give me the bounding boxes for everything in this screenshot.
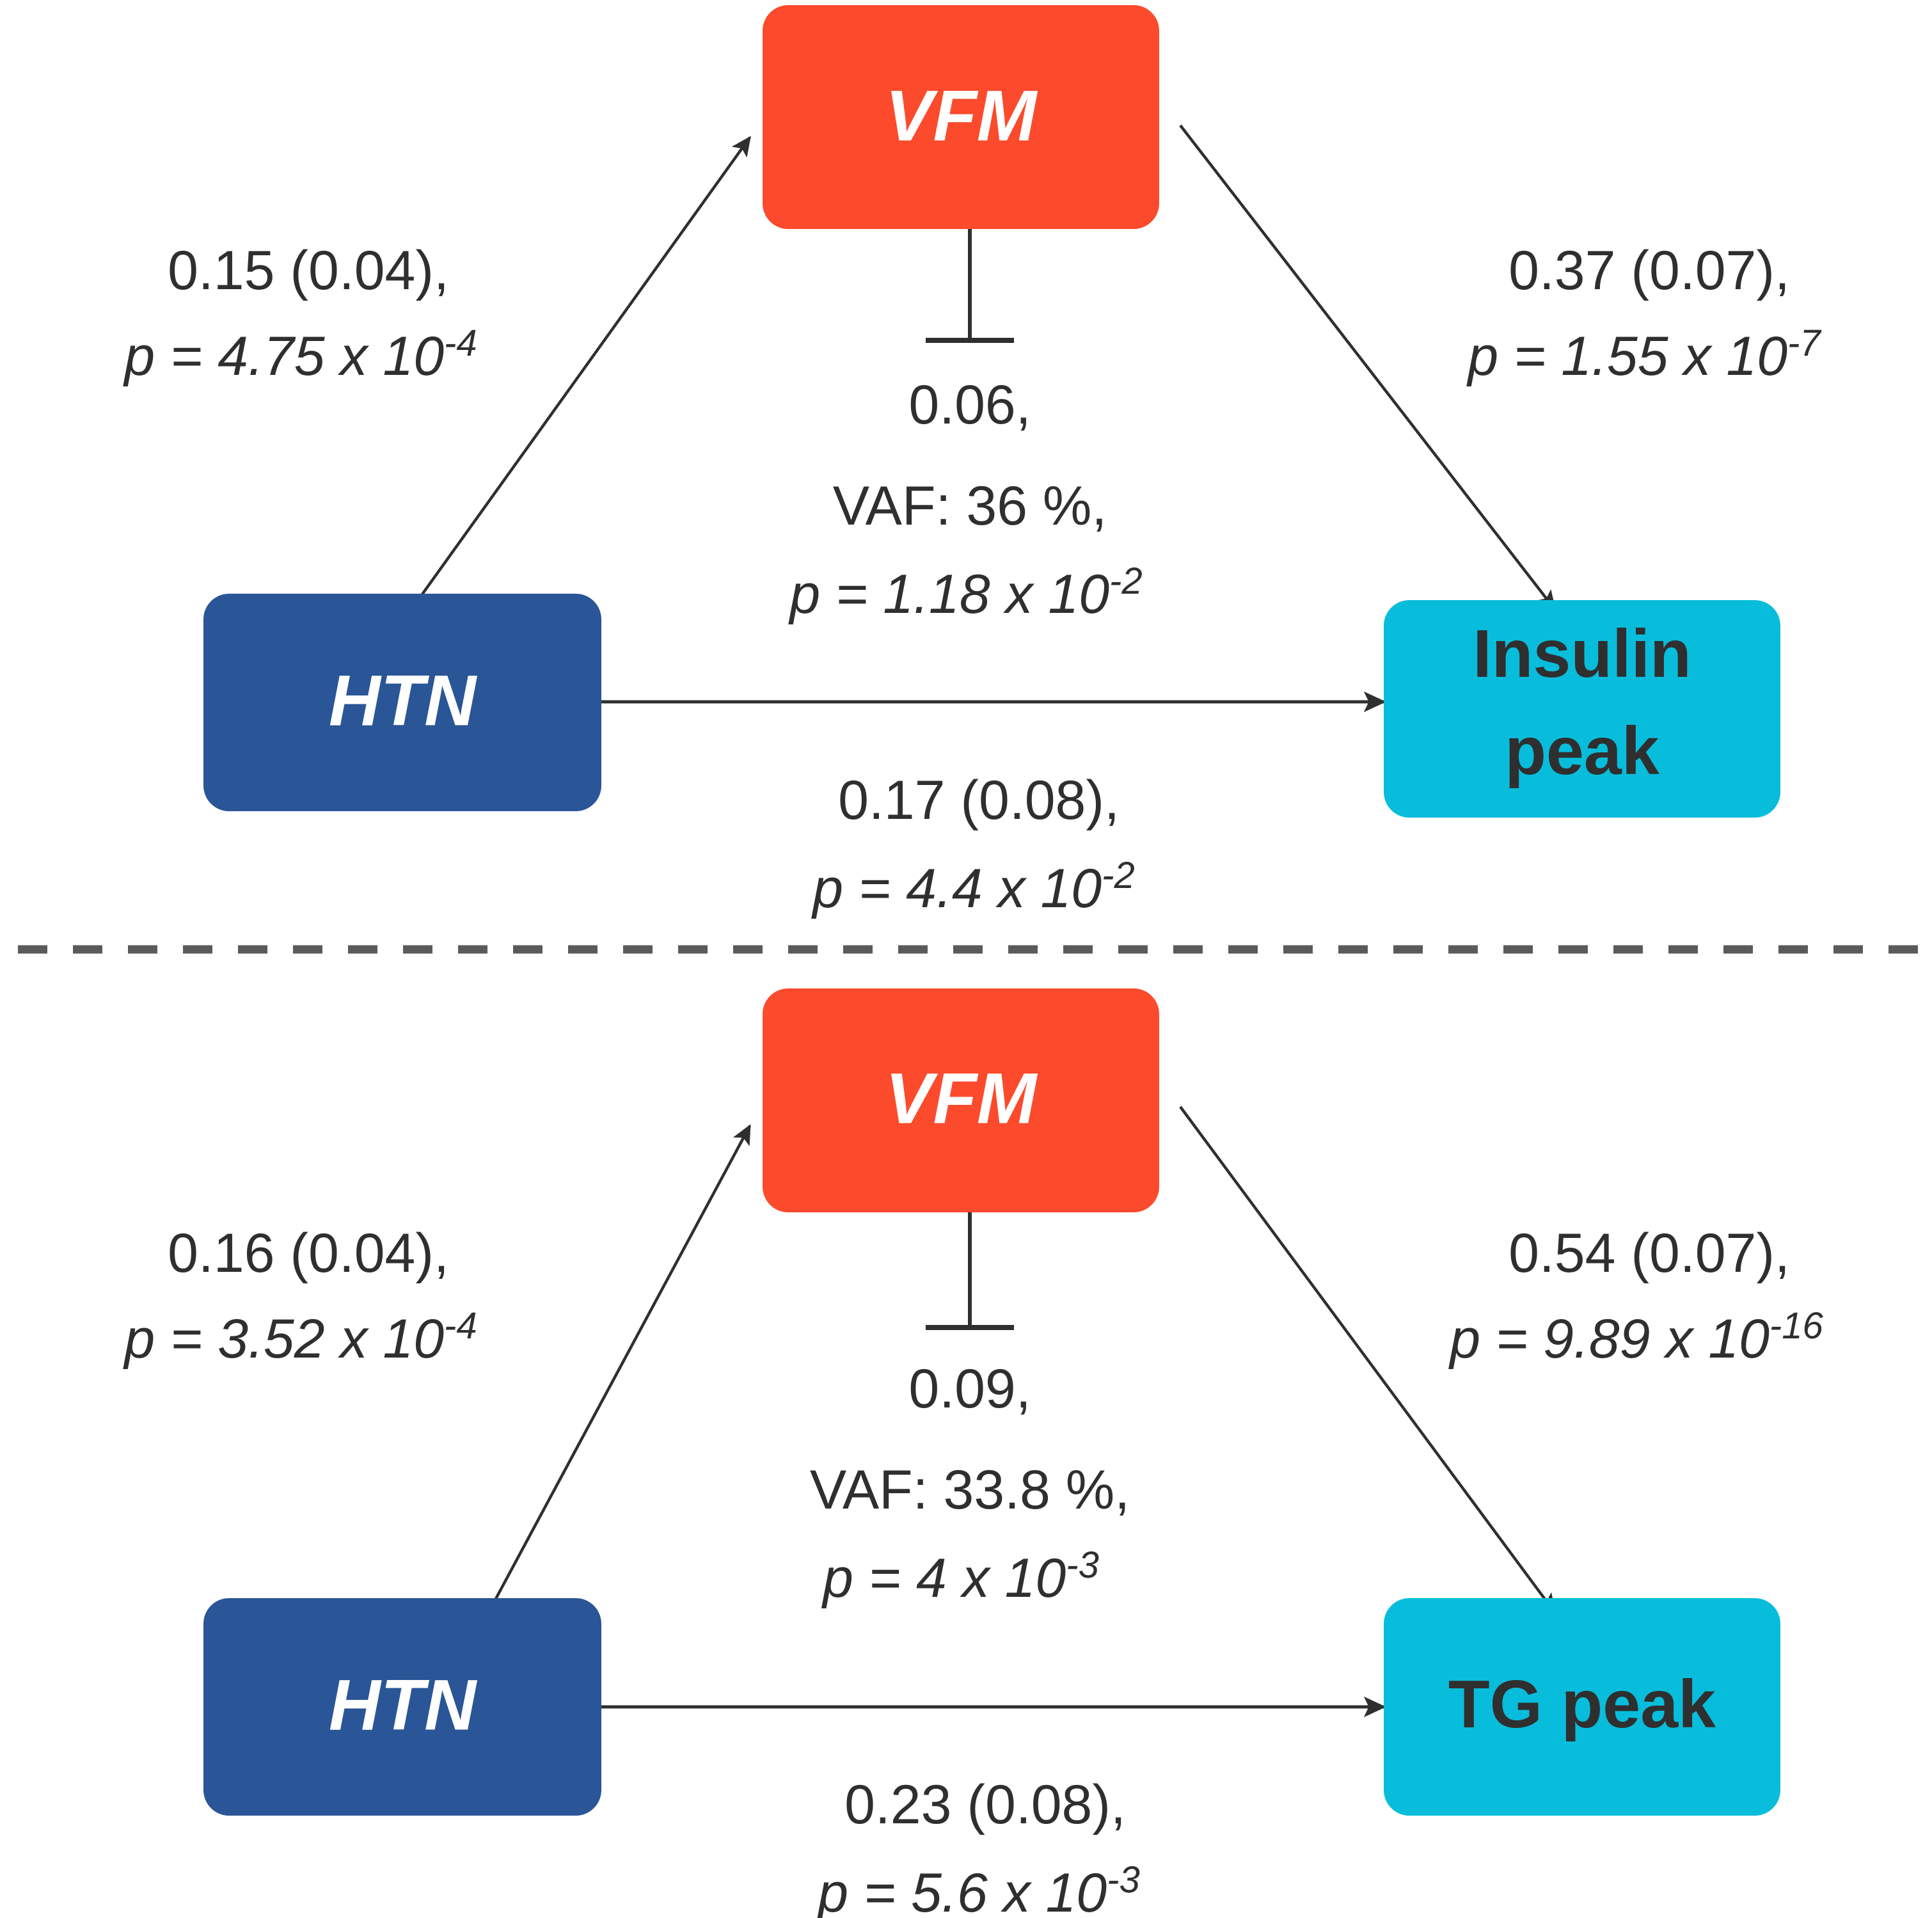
- arrow-htn-to-vfm-panel1: [416, 136, 751, 603]
- label-indirect-p-prefix-panel2: p = 4 x 10: [821, 1548, 1066, 1609]
- label-a-path-estimate-panel1: 0.15 (0.04),: [168, 240, 449, 301]
- label-b-path-p-prefix-panel2: p = 9.89 x 10: [1448, 1308, 1770, 1370]
- label-b-path-panel1: 0.37 (0.07), p = 1.55 x 10-7: [1466, 240, 1822, 387]
- arrow-vfm-to-tg-panel2: [1179, 1106, 1556, 1614]
- label-indirect-p-exponent-panel1: -2: [1109, 560, 1143, 602]
- label-a-path-panel1: 0.15 (0.04), p = 4.75 x 10-4: [122, 240, 477, 387]
- label-indirect-p-prefix-panel1: p = 1.18 x 10: [788, 564, 1109, 625]
- node-htn-rect-panel1: [203, 594, 601, 811]
- node-htn-label-panel2: HTN: [329, 1665, 477, 1745]
- label-b-path-estimate-panel2: 0.54 (0.07),: [1508, 1223, 1790, 1284]
- label-b-path-p-prefix-panel1: p = 1.55 x 10: [1466, 326, 1787, 387]
- label-direct-pvalue-panel1: p = 4.4 x 10-2: [811, 855, 1134, 919]
- label-b-path-p-exponent-panel2: -16: [1770, 1305, 1824, 1347]
- label-indirect-p-exponent-panel2: -3: [1066, 1544, 1099, 1586]
- label-a-path-p-exponent-panel2: -4: [444, 1305, 477, 1347]
- label-direct-pvalue-panel2: p = 5.6 x 10-3: [816, 1859, 1139, 1918]
- node-htn-rect-panel2: [203, 1598, 601, 1816]
- label-indirect-pvalue-panel2: p = 4 x 10-3: [821, 1544, 1099, 1609]
- node-insulin-rect-panel1: [1384, 600, 1780, 818]
- label-indirect-estimate-panel2: 0.09,: [908, 1358, 1031, 1420]
- label-indirect-vaf-panel1: VAF: 36 %,: [833, 475, 1107, 537]
- label-b-path-panel2: 0.54 (0.07), p = 9.89 x 10-16: [1448, 1223, 1823, 1370]
- label-a-path-estimate-panel2: 0.16 (0.04),: [168, 1223, 449, 1284]
- node-htn-panel2[interactable]: HTN: [203, 1598, 601, 1816]
- node-vfm-rect-panel1: [763, 5, 1159, 229]
- label-a-path-p-prefix-panel1: p = 4.75 x 10: [122, 326, 444, 387]
- label-a-path-p-exponent-panel1: -4: [444, 322, 477, 364]
- label-direct-p-prefix-panel2: p = 5.6 x 10: [816, 1862, 1107, 1918]
- node-insulin-peak-panel1[interactable]: Insulin peak: [1384, 600, 1780, 818]
- node-vfm-rect-panel2: [763, 988, 1159, 1212]
- label-b-path-pvalue-panel1: p = 1.55 x 10-7: [1466, 322, 1822, 387]
- label-direct-p-prefix-panel1: p = 4.4 x 10: [811, 858, 1102, 919]
- label-a-path-pvalue-panel2: p = 3.52 x 10-4: [122, 1305, 477, 1370]
- label-direct-p-exponent-panel2: -3: [1107, 1859, 1140, 1901]
- node-htn-label-panel1: HTN: [329, 661, 477, 741]
- node-htn-panel1[interactable]: HTN: [203, 594, 601, 811]
- label-direct-p-exponent-panel1: -2: [1102, 855, 1135, 896]
- node-tg-label-panel2: TG peak: [1448, 1667, 1716, 1742]
- label-indirect-estimate-panel1: 0.06,: [908, 374, 1031, 436]
- label-a-path-pvalue-panel1: p = 4.75 x 10-4: [122, 322, 477, 387]
- label-b-path-p-exponent-panel1: -7: [1787, 322, 1822, 364]
- node-vfm-panel2[interactable]: VFM: [763, 988, 1159, 1212]
- label-indirect-panel2: 0.09, VAF: 33.8 %, p = 4 x 10-3: [810, 1358, 1130, 1609]
- label-b-path-estimate-panel1: 0.37 (0.07),: [1508, 240, 1790, 301]
- label-direct-panel1: 0.17 (0.08), p = 4.4 x 10-2: [811, 770, 1134, 919]
- node-vfm-panel1[interactable]: VFM: [763, 5, 1159, 229]
- node-insulin-label-line1-panel1: Insulin: [1473, 616, 1691, 692]
- label-b-path-pvalue-panel2: p = 9.89 x 10-16: [1448, 1305, 1823, 1370]
- arrow-vfm-to-insulin-panel1: [1179, 124, 1556, 611]
- label-indirect-panel1: 0.06, VAF: 36 %, p = 1.18 x 10-2: [788, 374, 1142, 625]
- node-vfm-label-panel1: VFM: [885, 76, 1038, 156]
- node-tg-peak-panel2[interactable]: TG peak: [1384, 1598, 1780, 1816]
- label-direct-estimate-panel2: 0.23 (0.08),: [844, 1774, 1126, 1835]
- node-tg-rect-panel2: [1384, 1598, 1780, 1816]
- label-direct-panel2: 0.23 (0.08), p = 5.6 x 10-3: [816, 1774, 1139, 1918]
- label-direct-estimate-panel1: 0.17 (0.08),: [838, 770, 1120, 831]
- label-indirect-vaf-panel2: VAF: 33.8 %,: [810, 1459, 1130, 1521]
- label-a-path-panel2: 0.16 (0.04), p = 3.52 x 10-4: [122, 1223, 477, 1370]
- label-indirect-pvalue-panel1: p = 1.18 x 10-2: [788, 560, 1142, 625]
- node-insulin-label-line2-panel1: peak: [1505, 713, 1660, 789]
- node-vfm-label-panel2: VFM: [885, 1059, 1038, 1139]
- label-a-path-p-prefix-panel2: p = 3.52 x 10: [122, 1308, 444, 1370]
